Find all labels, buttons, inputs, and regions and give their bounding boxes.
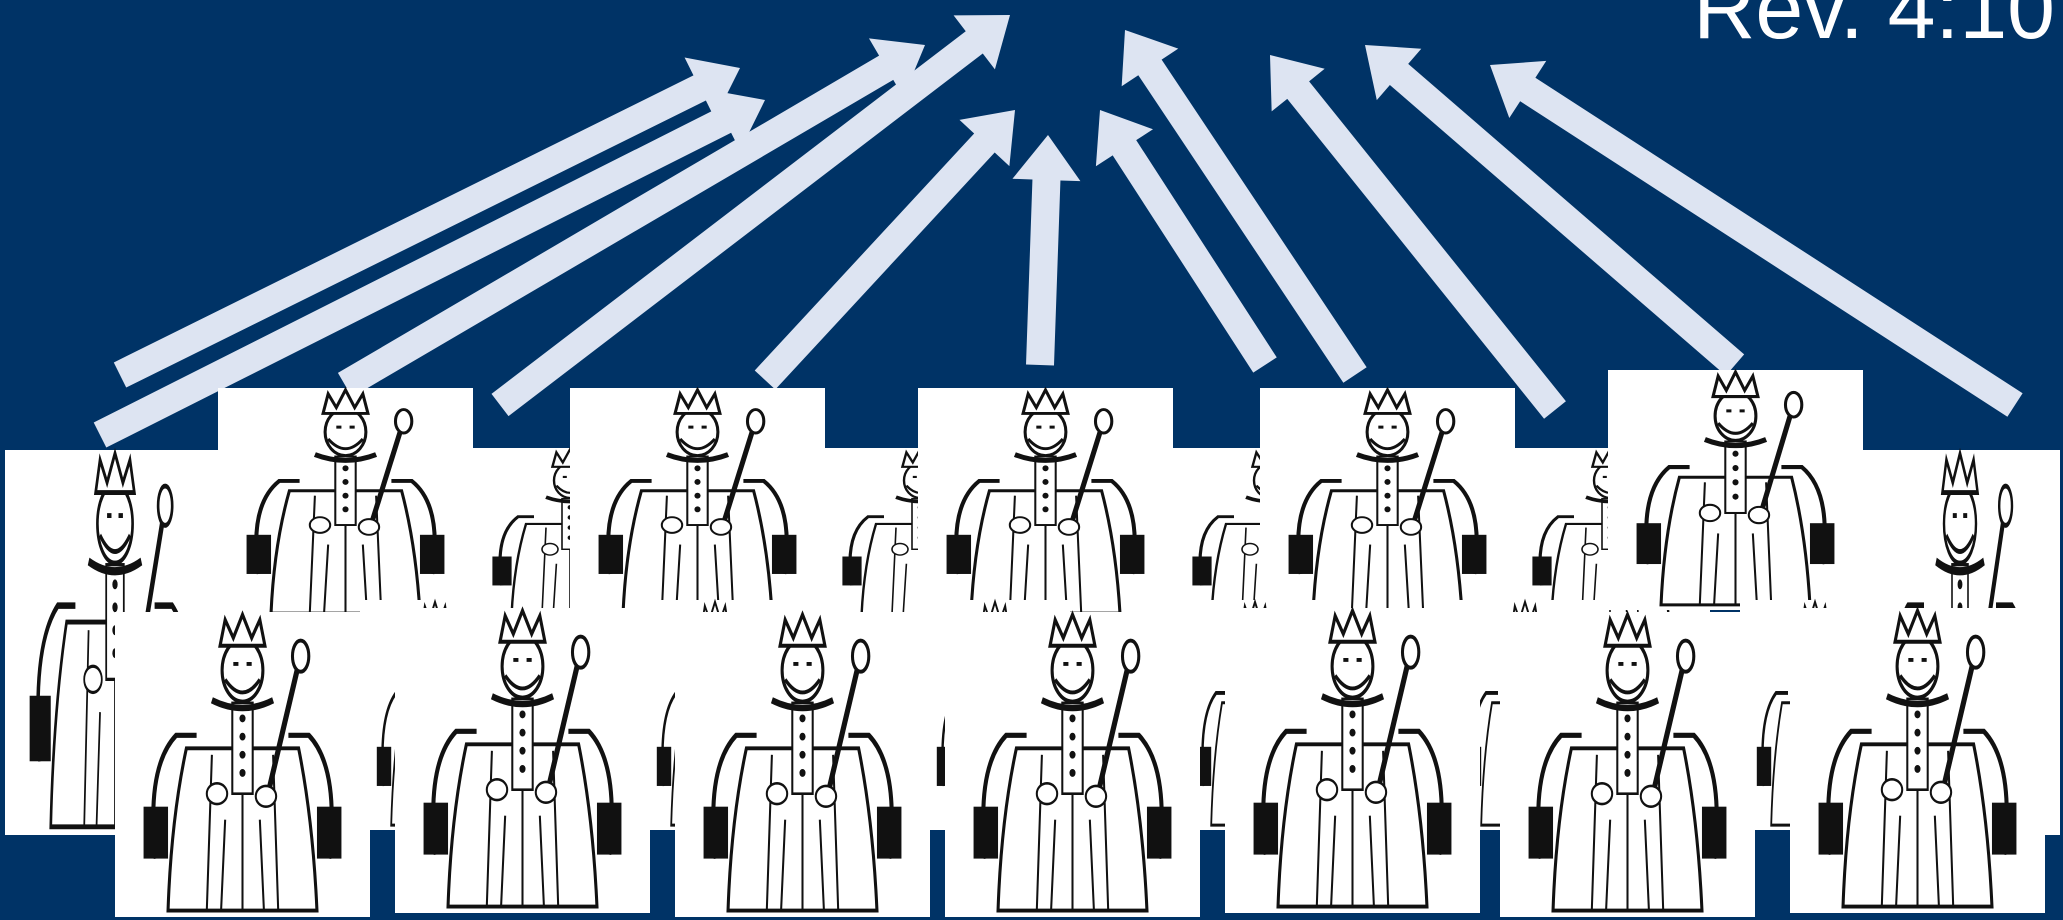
crowned-king-figure-8 (570, 388, 825, 618)
crowned-king-figure-9 (918, 388, 1173, 618)
crowned-king-figure-18 (115, 612, 370, 917)
scripture-reference: Rev. 4:10 (1693, 0, 2055, 52)
crowned-king-figure-22 (1225, 608, 1480, 913)
arrow-5 (755, 110, 1015, 390)
crowned-king-figure-24 (1790, 608, 2045, 913)
crowned-king-figure-19 (395, 608, 650, 913)
crowned-king-figure-7 (218, 388, 473, 618)
crowned-king-figure-20 (675, 612, 930, 917)
arrow-9 (1270, 55, 1566, 419)
crowned-king-figure-10 (1260, 388, 1515, 618)
crowned-king-figure-21 (945, 612, 1200, 917)
arrow-6 (1012, 135, 1080, 365)
crowned-king-figure-23 (1500, 612, 1755, 917)
crowned-king-figure-11 (1608, 370, 1863, 610)
